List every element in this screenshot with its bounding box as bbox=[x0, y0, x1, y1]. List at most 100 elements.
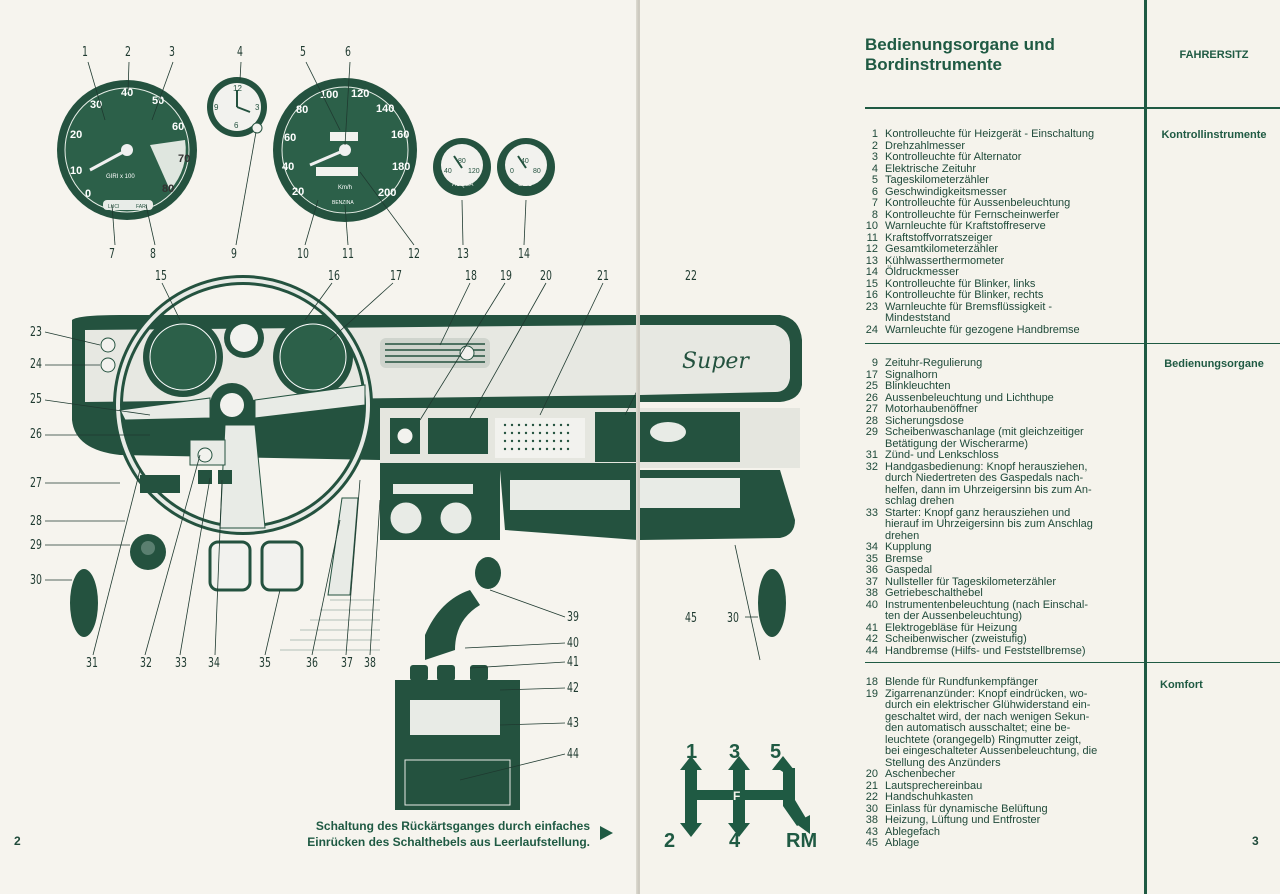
page-title: Bedienungsorgane und Bordinstrumente bbox=[865, 35, 1055, 75]
gear-3: 3 bbox=[729, 741, 740, 763]
list-item: Betätigung der Wischerarme) bbox=[885, 437, 1029, 450]
gear-1: 1 bbox=[686, 741, 697, 763]
callout-34: 34 bbox=[208, 656, 220, 671]
acqua-80: 80 bbox=[458, 158, 466, 165]
callout-42: 42 bbox=[567, 681, 579, 696]
callout-15: 15 bbox=[155, 269, 167, 284]
clock-9: 9 bbox=[214, 103, 219, 112]
speed-80: 80 bbox=[296, 104, 308, 116]
speed-120: 120 bbox=[351, 88, 369, 100]
list-item: schlag drehen bbox=[885, 495, 955, 507]
acqua-label: ACQUA bbox=[452, 182, 473, 188]
speed-20: 20 bbox=[292, 186, 304, 198]
callout-19: 19 bbox=[500, 269, 512, 284]
speed-60: 60 bbox=[284, 132, 296, 144]
callout-33: 33 bbox=[175, 656, 187, 671]
caption-line-1: Schaltung des Rückärtsganges durch einfa… bbox=[315, 819, 590, 833]
list-item: Mindeststand bbox=[885, 312, 951, 324]
tach-scale-70: 70 bbox=[178, 153, 190, 165]
heading-komfort: Komfort bbox=[1160, 679, 1203, 691]
callout-39: 39 bbox=[567, 610, 579, 625]
callout-18: 18 bbox=[465, 269, 477, 284]
callout-40: 40 bbox=[567, 636, 579, 651]
title-line-1: Bedienungsorgane und bbox=[865, 35, 1055, 54]
callout-16: 16 bbox=[328, 269, 340, 284]
speed-unit: Km/h bbox=[338, 185, 352, 191]
callout-43: 43 bbox=[567, 716, 579, 731]
callout-1: 1 bbox=[82, 45, 88, 60]
gear-rm: RM bbox=[786, 830, 817, 852]
callout-44: 44 bbox=[567, 747, 579, 762]
water-gauge: 40 80 120 ACQUA bbox=[433, 138, 491, 196]
olio-label: OLIO bbox=[518, 182, 533, 188]
olio-40: 40 bbox=[521, 158, 529, 165]
callout-37: 37 bbox=[341, 656, 353, 671]
list-item: ten der Aussenbeleuchtung) bbox=[885, 610, 1022, 622]
callout-24: 24 bbox=[30, 357, 42, 372]
callout-10: 10 bbox=[297, 247, 309, 262]
list-item: geschaltet wird, der nach wenigen Sekun- bbox=[885, 710, 1090, 723]
callout-21: 21 bbox=[597, 269, 609, 284]
callout-26: 26 bbox=[30, 427, 42, 442]
callout-38: 38 bbox=[364, 656, 376, 671]
rule-2 bbox=[865, 343, 1280, 344]
callout-22: 22 bbox=[685, 269, 697, 284]
callout-23: 23 bbox=[30, 325, 42, 340]
luci-label: LUCI bbox=[108, 204, 119, 210]
dashboard-body bbox=[70, 275, 638, 810]
callout-30b: 30 bbox=[727, 611, 739, 626]
callout-13: 13 bbox=[457, 247, 469, 262]
speed-180: 180 bbox=[392, 161, 410, 173]
reverse-gear-caption: Schaltung des Rückärtsganges durch einfa… bbox=[285, 818, 590, 850]
clock-3: 3 bbox=[255, 103, 260, 112]
callout-8: 8 bbox=[150, 247, 156, 262]
heading-kontrollinstrumente: Kontrollinstrumente bbox=[1161, 129, 1267, 141]
dashboard-illustration-right: Super F 1 3 5 2 4 RM bbox=[640, 315, 817, 852]
clock-6: 6 bbox=[234, 121, 239, 130]
list-item: durch Niedertreten des Gaspedals nach- bbox=[885, 472, 1084, 484]
dashboard-illustration: 0 10 20 30 40 50 60 70 80 GIRI x 100 LUC… bbox=[44, 61, 638, 810]
left-page: 0 10 20 30 40 50 60 70 80 GIRI x 100 LUC… bbox=[0, 0, 638, 894]
list-item: hierauf im Uhrzeigersinn bis zum Anschla… bbox=[885, 518, 1093, 530]
callout-7: 7 bbox=[109, 247, 115, 262]
gear-4: 4 bbox=[729, 830, 741, 852]
column-rule bbox=[1144, 0, 1147, 894]
tach-scale-50: 50 bbox=[152, 95, 164, 107]
gear-2: 2 bbox=[664, 830, 675, 852]
tach-scale-0: 0 bbox=[85, 188, 91, 200]
callout-6: 6 bbox=[345, 45, 351, 60]
callout-31: 31 bbox=[86, 656, 98, 671]
fuel-label: BENZINA bbox=[332, 200, 354, 206]
clock-12: 12 bbox=[233, 84, 242, 93]
list-item: bei eingeschalteter Aussenbeleuchtung, d… bbox=[885, 745, 1098, 757]
callout-41: 41 bbox=[567, 655, 579, 670]
callout-5: 5 bbox=[300, 45, 306, 60]
